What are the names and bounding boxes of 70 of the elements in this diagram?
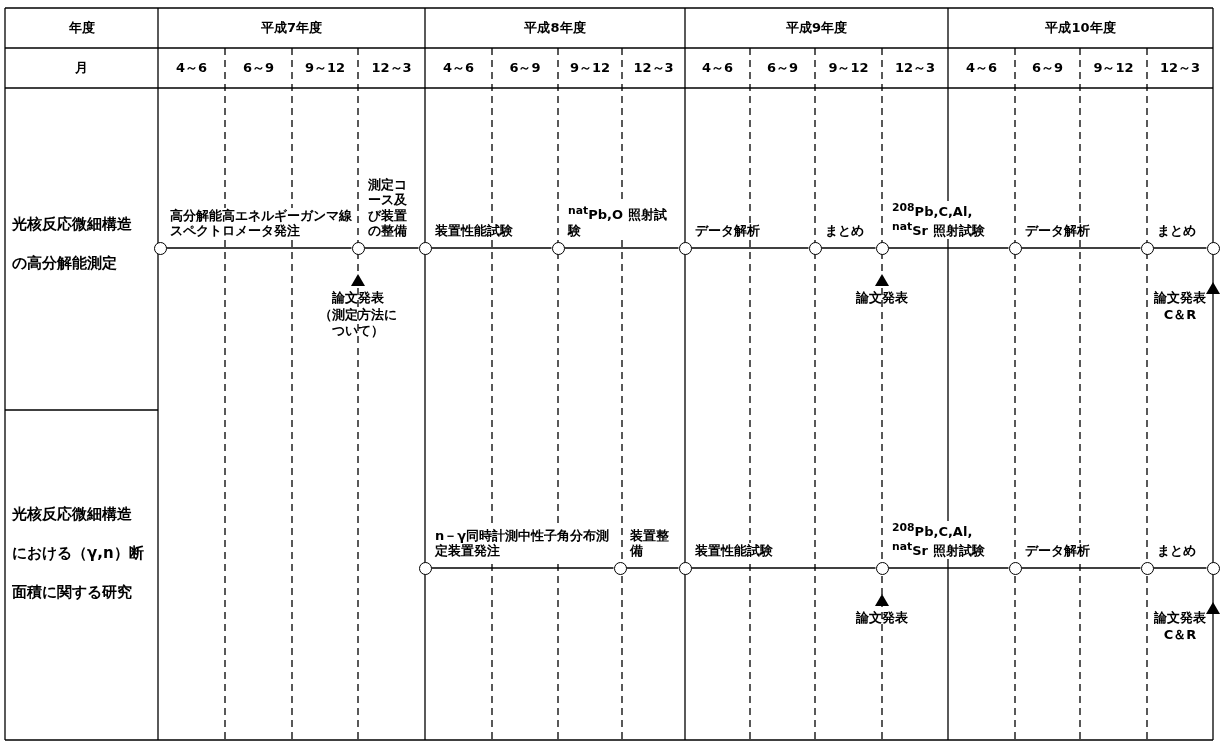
timeline-line bbox=[1020, 247, 1142, 249]
header-text: 6～9 bbox=[241, 60, 276, 77]
milestone-circle bbox=[875, 561, 889, 575]
milestone-circle bbox=[1008, 561, 1022, 575]
header-text: 平成7年度 bbox=[259, 20, 323, 37]
milestone-circle bbox=[1206, 561, 1220, 575]
timeline-line bbox=[690, 567, 877, 569]
header-text: 平成9年度 bbox=[784, 20, 848, 37]
timeline-line bbox=[430, 247, 553, 249]
header-text: 6～9 bbox=[765, 60, 800, 77]
header-text: 12～3 bbox=[1158, 60, 1202, 77]
note-text: 論文発表 bbox=[1153, 610, 1207, 627]
note-text: C＆R bbox=[1162, 627, 1198, 644]
header-text: 平成10年度 bbox=[1044, 20, 1117, 37]
timeline-line bbox=[887, 247, 1010, 249]
task-label: データ解析 bbox=[693, 223, 762, 239]
timeline-line bbox=[690, 247, 810, 249]
milestone-circle bbox=[1008, 241, 1022, 255]
header-text: 9～12 bbox=[303, 60, 347, 77]
task-label: 装置性能試験 bbox=[693, 543, 775, 559]
timeline-line bbox=[1020, 567, 1142, 569]
timeline-line bbox=[1152, 247, 1208, 249]
milestone-circle bbox=[678, 561, 692, 575]
header-text: 9～12 bbox=[1092, 60, 1135, 77]
row-heading: 光核反応微細構造の高分解能測定 bbox=[12, 214, 133, 274]
timeline-line bbox=[165, 247, 353, 249]
row-heading: 光核反応微細構造における（γ,n）断面積に関する研究 bbox=[12, 504, 145, 603]
milestone-circle bbox=[418, 241, 432, 255]
header-text: 6～9 bbox=[1030, 60, 1065, 77]
header-text: 年度 bbox=[67, 20, 96, 37]
milestone-circle bbox=[875, 241, 889, 255]
header-text: 12～3 bbox=[893, 60, 937, 77]
task-label: 高分解能高エネルギーガンマ線スペクトロメータ発注 bbox=[168, 207, 354, 239]
note-text: 論文発表 bbox=[1153, 290, 1207, 307]
timeline-line bbox=[1152, 567, 1208, 569]
milestone-circle bbox=[418, 561, 432, 575]
note-text: （測定方法について） bbox=[318, 307, 398, 340]
timeline-line bbox=[563, 247, 680, 249]
note-text: 論文発表 bbox=[855, 610, 909, 627]
header-text: 12～3 bbox=[632, 60, 675, 77]
header-text: 9～12 bbox=[827, 60, 870, 77]
timeline-line bbox=[887, 567, 1010, 569]
header-text: 4～6 bbox=[700, 60, 735, 77]
milestone-circle bbox=[808, 241, 822, 255]
timeline-line bbox=[430, 567, 615, 569]
header-text: 6～9 bbox=[508, 60, 542, 77]
milestone-circle bbox=[351, 241, 365, 255]
milestone-circle bbox=[153, 241, 167, 255]
header-text: 12～3 bbox=[370, 60, 413, 77]
timeline-line bbox=[820, 247, 877, 249]
header-text: 9～12 bbox=[568, 60, 612, 77]
header-text: 4～6 bbox=[964, 60, 999, 77]
task-label: 装置性能試験 bbox=[433, 223, 515, 239]
note-text: C＆R bbox=[1162, 307, 1198, 324]
task-label: データ解析 bbox=[1023, 223, 1092, 239]
milestone-circle bbox=[1140, 241, 1154, 255]
timeline-line bbox=[363, 247, 420, 249]
task-label: データ解析 bbox=[1023, 543, 1092, 559]
milestone-circle bbox=[1140, 561, 1154, 575]
milestone-circle bbox=[613, 561, 627, 575]
header-text: 月 bbox=[74, 60, 89, 77]
header-text: 平成8年度 bbox=[523, 20, 587, 37]
note-text: 論文発表 bbox=[855, 290, 909, 307]
milestone-circle bbox=[678, 241, 692, 255]
timeline-line bbox=[625, 567, 680, 569]
milestone-circle bbox=[551, 241, 565, 255]
header-text: 4～6 bbox=[174, 60, 209, 77]
header-text: 4～6 bbox=[441, 60, 476, 77]
note-text: 論文発表 bbox=[331, 290, 385, 307]
milestone-circle bbox=[1206, 241, 1220, 255]
